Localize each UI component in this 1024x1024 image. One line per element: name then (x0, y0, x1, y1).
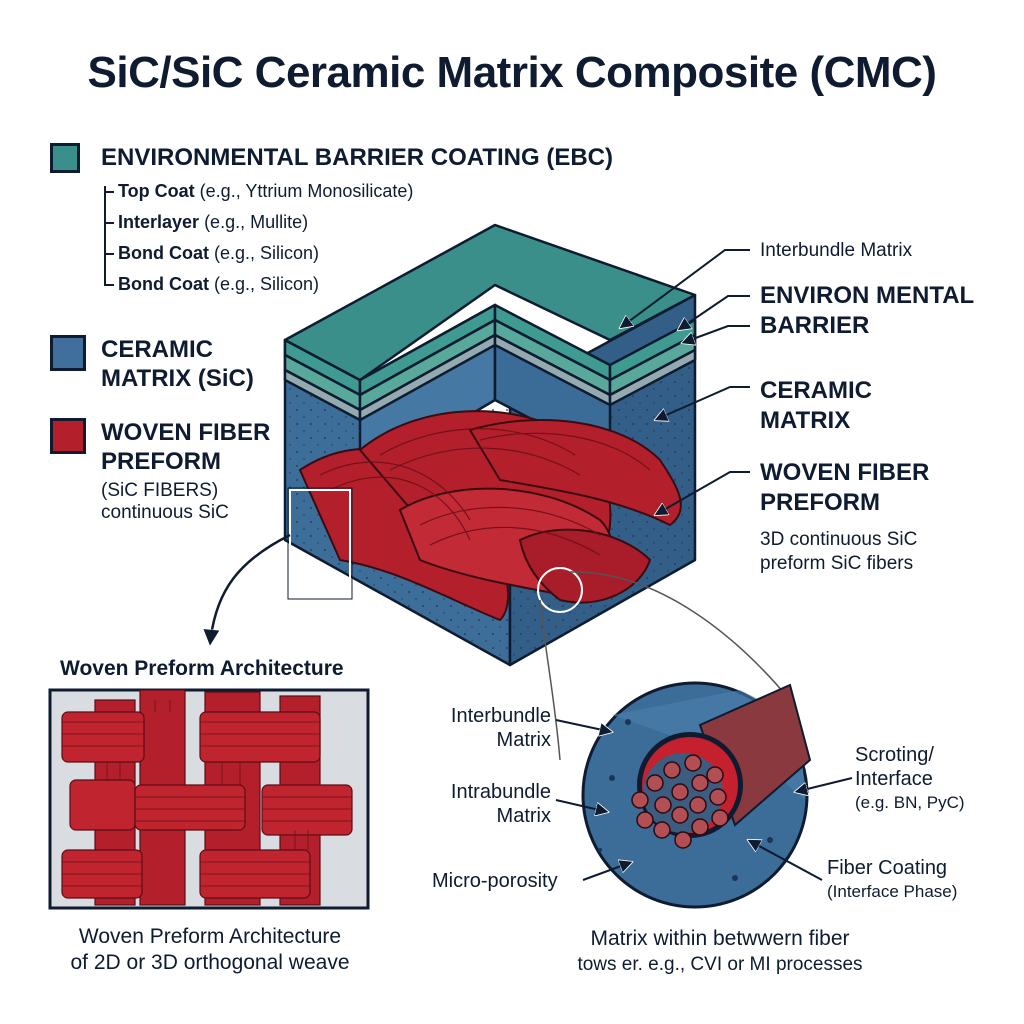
callout-environmental-barrier: ENVIRON MENTAL BARRIER (760, 282, 975, 339)
ebc-layer-interlayer: Interlayer (e.g., Mullite) (104, 207, 413, 238)
label-fiber-coating: Fiber Coating (Interface Phase) (827, 857, 958, 901)
callout-ceramic-matrix: CERAMIC MATRIX (760, 377, 872, 434)
callout-woven-sub: 3D continuous SiC preform SiC fibers (760, 529, 918, 574)
preform-grid (48, 688, 370, 910)
preform-panel-caption: Woven Preform Architecture of 2D or 3D o… (70, 925, 350, 974)
fiber-tow-cross-section (581, 681, 812, 909)
woven-fiber-bundle (298, 410, 682, 622)
fiber-swatch (50, 418, 86, 454)
ebc-layer-list: Top Coat (e.g., Yttrium Monosilicate) In… (104, 176, 413, 300)
callout-interbundle-matrix: Interbundle Matrix (760, 240, 913, 261)
callout-woven-fiber-preform: WOVEN FIBER PREFORM (760, 459, 930, 516)
label-micro-porosity: Micro-porosity (432, 870, 558, 892)
ebc-layer-top-coat: Top Coat (e.g., Yttrium Monosilicate) (104, 176, 413, 207)
legend-fiber-label: WOVEN FIBER PREFORM (101, 419, 271, 475)
legend-fiber-sub: (SiC FIBERS) continuous SiC (101, 480, 229, 523)
tree-connector (104, 186, 106, 284)
preform-panel-heading: Woven Preform Architecture (60, 657, 344, 680)
ebc-swatch (50, 143, 80, 173)
detail-selection-box (289, 489, 351, 598)
matrix-swatch (50, 335, 86, 371)
legend-matrix-label: CERAMIC MATRIX (SiC) (101, 336, 254, 392)
page-title: SiC/SiC Ceramic Matrix Composite (CMC) (87, 48, 937, 97)
label-intrabundle-matrix: Intrabundle Matrix (450, 781, 551, 827)
legend-ebc-heading: ENVIRONMENTAL BARRIER COATING (EBC) (101, 144, 613, 171)
detail-panel-caption: Matrix within betwwern fiber tows er. e.… (577, 927, 863, 975)
label-scroting-interface: Scroting/ Interface (e.g. BN, PyC) (855, 744, 965, 812)
label-interbundle-matrix: Interbundle Matrix (450, 705, 551, 751)
ebc-layer-bond-coat-2: Bond Coat (e.g., Silicon) (104, 269, 413, 300)
ebc-layer-bond-coat: Bond Coat (e.g., Silicon) (104, 238, 413, 269)
